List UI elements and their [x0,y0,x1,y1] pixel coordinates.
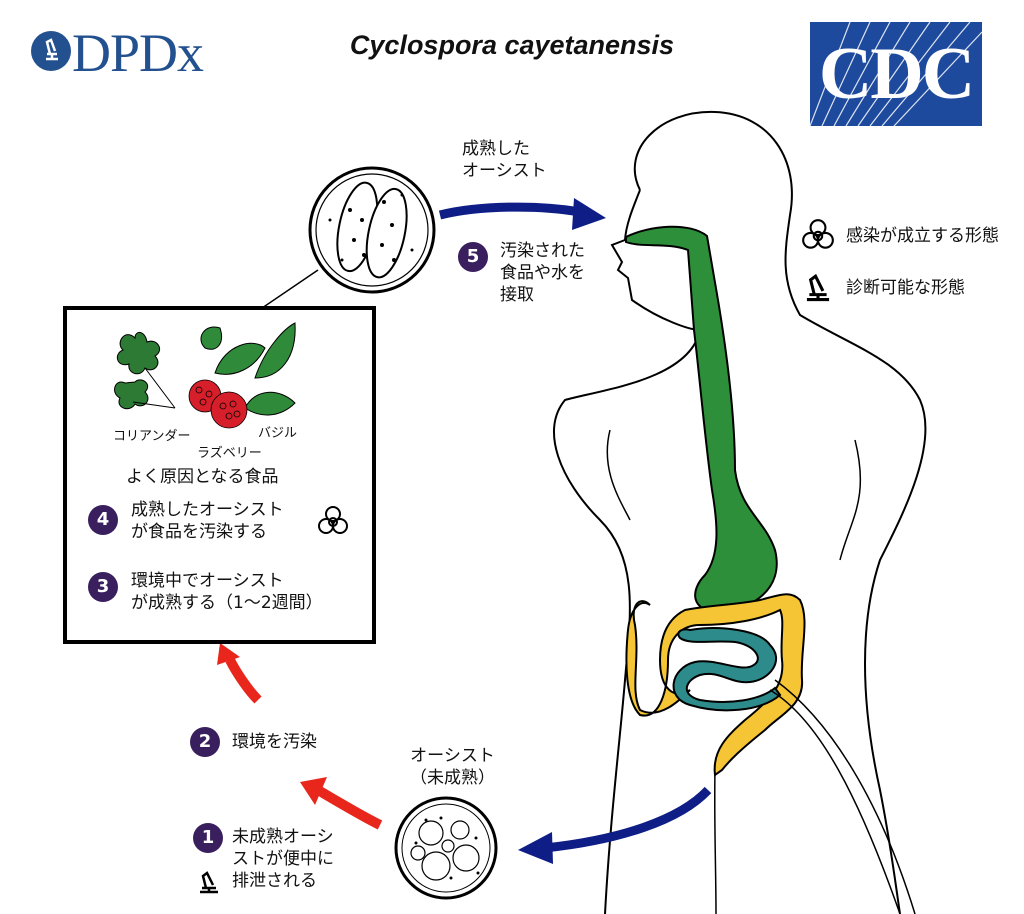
legend-infective: 感染が成立する形態 [846,226,999,246]
mature-oocyst-label: 成熟したオーシスト [462,139,547,181]
step-3-badge: 3 [88,572,118,602]
microscope-icon [200,871,218,894]
legend-diagnostic: 診断可能な形態 [846,278,965,298]
foods-caption: よく原因となる食品 [126,467,279,487]
dpdx-logo [30,30,72,76]
unsporulated-oocyst-label: オーシスト（未成熟） [410,746,495,788]
basil-label: バジル [258,426,298,441]
foods-illustration [114,322,296,429]
dpdx-logo-text: DPDx [72,23,204,83]
step-1-text: 未成熟オーシストが便中に排泄される [232,827,334,891]
microscope-globe-icon [31,31,71,71]
mature-oocyst [308,166,436,294]
blue-arrow-excretion [544,786,712,853]
basil-icon [200,322,296,416]
raspberry-icon [188,379,248,429]
red-arrow-1 [315,785,383,830]
red-arrow-2 [225,657,262,704]
biohazard-icon [318,506,348,534]
large-intestine [625,593,806,777]
step-2-badge: 2 [190,727,220,757]
step-5-badge: 5 [458,242,488,272]
page-title: Cyclospora cayetanensis [349,30,675,60]
cilantro-icon [114,332,176,410]
legend-microscope-icon [806,273,830,302]
esophagus-stomach [625,225,778,614]
cdc-logo-text: CDC [818,33,975,115]
raspberry-label: ラズベリー [197,446,262,461]
cilantro-label: コリアンダー [113,429,191,444]
legend-biohazard-icon [802,219,834,249]
blue-arrow-ingestion [438,202,581,220]
unsporulated-oocyst [394,796,498,900]
step-4-badge: 4 [88,505,118,535]
step-4-text: 成熟したオーシストが食品を汚染する [131,500,284,542]
small-intestine [672,627,782,712]
cdc-logo [809,21,983,127]
step-1-badge: 1 [193,823,223,853]
step-5-text: 汚染された食品や水を接取 [500,241,585,305]
step-2-text: 環境を汚染 [232,732,317,752]
step-3-text: 環境中でオーシストが成熟する（1〜2週間） [131,571,323,613]
